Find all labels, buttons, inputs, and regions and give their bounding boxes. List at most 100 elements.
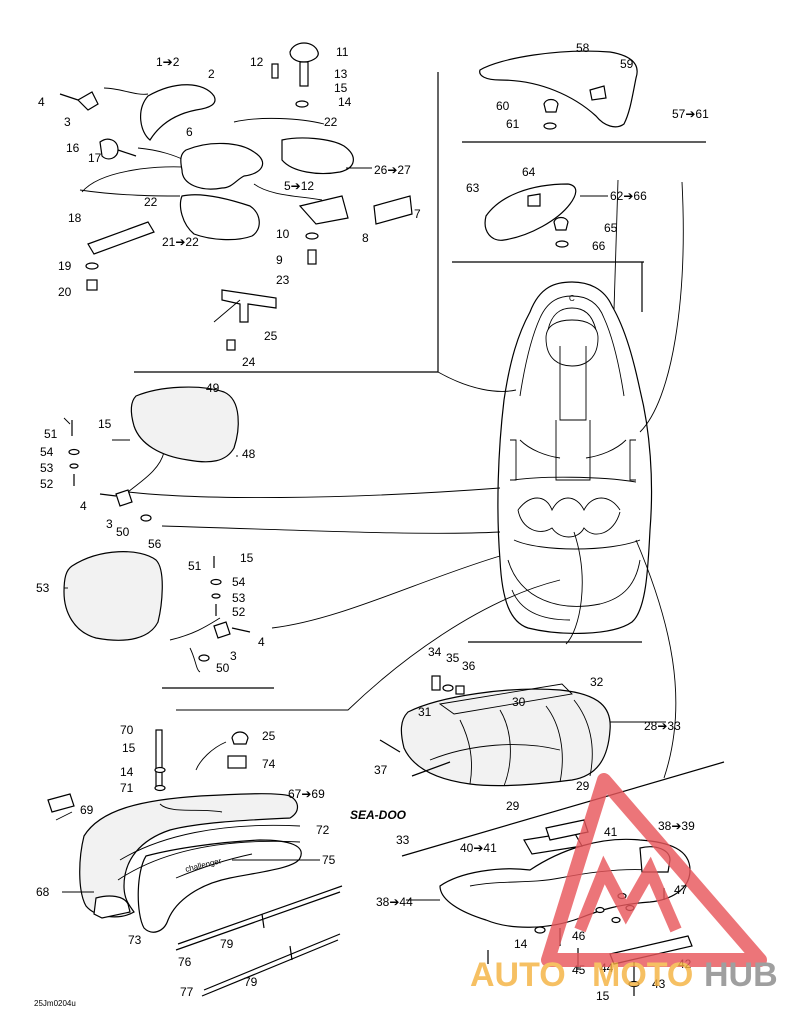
hinge-part-8 <box>298 195 349 225</box>
part-label: 59 <box>620 57 634 71</box>
leader-lines <box>79 87 684 893</box>
knob-part-16 <box>99 138 119 160</box>
part-label: 13 <box>334 67 348 81</box>
watermark: AUTO MOTO HUB <box>470 773 778 994</box>
part-label: 72 <box>316 823 330 837</box>
part-label: 15 <box>596 989 610 1003</box>
screw-part-34 <box>431 675 441 691</box>
washer-part-53 <box>69 463 79 469</box>
part-labels: 1➔22436161712111315142226➔275➔1278109182… <box>36 41 709 1003</box>
rivet-part-79a <box>261 913 265 929</box>
panel-part-22-right <box>281 137 354 175</box>
part-label: 2 <box>208 67 215 81</box>
cover-part-63 <box>484 183 577 241</box>
part-label: 23 <box>276 273 290 287</box>
part-label: 10 <box>276 227 290 241</box>
script-decal-part-75 <box>175 853 253 879</box>
part-label: 40➔41 <box>460 841 497 855</box>
part-label: 1➔2 <box>156 55 180 69</box>
glove-box-covers <box>479 50 638 248</box>
part-label: 65 <box>604 221 618 235</box>
screw-part-24 <box>226 339 236 351</box>
part-label: 54 <box>232 575 246 589</box>
part-label: 14 <box>514 937 528 951</box>
part-label: 17 <box>88 151 102 165</box>
strip-part-76 <box>177 885 343 945</box>
part-label: 5➔12 <box>284 179 314 193</box>
washer-part-14 <box>295 100 309 108</box>
washer-part-50b <box>198 654 210 662</box>
screw-part-4b <box>231 627 251 633</box>
clip-part-3b <box>213 621 231 639</box>
bracket-part-18 <box>87 221 155 255</box>
part-label: 11 <box>336 45 349 59</box>
washer-part-54 <box>68 448 80 456</box>
section-dividers <box>134 72 725 857</box>
end-cap-part-68 <box>93 895 131 919</box>
part-label: 52 <box>40 477 54 491</box>
screw-part-37 <box>379 739 401 753</box>
washer-part-71 <box>154 784 166 792</box>
part-label: 6 <box>186 125 193 139</box>
clip-part-3-mid <box>115 489 133 507</box>
part-label: 79 <box>244 975 258 989</box>
part-label: 73 <box>128 933 142 947</box>
plate-part-69 <box>47 793 75 813</box>
washer-part-35 <box>442 684 454 692</box>
part-label: 16 <box>66 141 80 155</box>
panel-part-6 <box>180 142 264 190</box>
cover-part-73 <box>137 839 302 933</box>
part-label: 68 <box>36 885 50 899</box>
part-label: 26➔27 <box>374 163 411 177</box>
part-label: 3 <box>230 649 237 663</box>
part-label: 18 <box>68 211 82 225</box>
washer-part-50 <box>140 514 152 522</box>
strip-part-77 <box>203 933 341 991</box>
seat-part-56 <box>63 551 163 641</box>
part-label: 50 <box>216 661 230 675</box>
washer-part-43 <box>628 980 640 988</box>
plate-part-7 <box>373 195 413 225</box>
part-label: 53 <box>40 461 54 475</box>
part-label: 22 <box>324 115 338 129</box>
part-label: 61 <box>506 117 520 131</box>
seat-part-48 <box>130 386 239 463</box>
screw-part-12 <box>271 63 279 79</box>
part-label: 29 <box>506 799 520 813</box>
seat-cushion-group <box>379 675 611 787</box>
stud-part-13 <box>299 61 309 87</box>
part-label: 28➔33 <box>644 719 681 733</box>
part-label: 25 <box>262 729 276 743</box>
label-leaders <box>55 167 666 901</box>
front-seat-group <box>68 386 239 522</box>
part-label: 4 <box>38 95 45 109</box>
part-label: 38➔44 <box>376 895 413 909</box>
part-label: 75 <box>322 853 336 867</box>
part-label: 15 <box>240 551 254 565</box>
part-label: 43 <box>652 977 666 991</box>
part-label: 31 <box>418 705 432 719</box>
bolt-part-70 <box>155 729 163 787</box>
rear-seat-group <box>63 551 251 662</box>
part-label: 15 <box>334 81 348 95</box>
sea-doo-logo: SEA-DOO <box>348 806 438 822</box>
part-label: 29 <box>576 779 590 793</box>
latch-part-64 <box>527 193 541 207</box>
watermark-m-icon <box>574 855 682 933</box>
part-label: 12 <box>250 55 264 69</box>
bolt-part-9 <box>307 249 317 265</box>
part-label: 38➔39 <box>658 819 695 833</box>
washer-part-61 <box>543 122 557 130</box>
watermark-auto-text: AUTO <box>470 956 566 994</box>
part-label: 25 <box>264 329 278 343</box>
part-label: 34 <box>428 645 442 659</box>
svg-text:C: C <box>569 294 575 303</box>
part-label: 14 <box>338 95 352 109</box>
part-label: 77 <box>180 985 194 999</box>
part-label: 19 <box>58 259 72 273</box>
part-label: 47 <box>674 883 688 897</box>
cap-part-11 <box>289 42 319 63</box>
knob-part-65 <box>553 216 569 231</box>
bracket-part-23 <box>221 289 277 323</box>
part-label: 3 <box>106 517 113 531</box>
